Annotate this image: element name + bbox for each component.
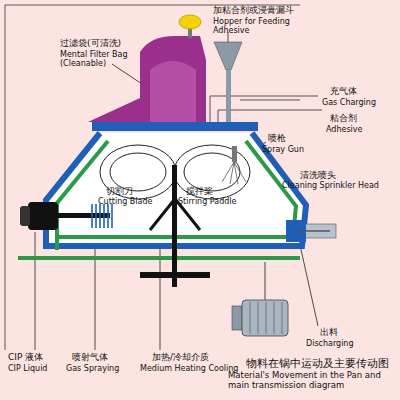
caption: 物料在锅中运动及主要传动图: [246, 357, 389, 369]
part-label-zh: CIP 液体: [8, 352, 43, 362]
cutting-blade: [20, 202, 112, 230]
part-label-zh: 喷射气体: [72, 352, 108, 362]
jacket-pipe: [18, 237, 300, 258]
part-label-en: Discharging: [306, 339, 354, 348]
part-label-en: Medium Heating Cooling: [140, 364, 238, 373]
stirring-paddle: [140, 165, 210, 287]
part-label-en: Cutting Blade: [98, 197, 152, 206]
part-label-zh: 粘合剂: [330, 113, 357, 123]
part-label-zh: 加热/冷却介质: [152, 352, 209, 362]
part-label-en: Spray Gun: [262, 145, 304, 154]
part-label-en: Gas Charging: [322, 98, 376, 107]
spray-gun: [222, 146, 246, 184]
leader-lines: [35, 32, 318, 350]
part-label-en: Mental Filter Bag (Cleanable): [60, 50, 148, 68]
part-label-zh: 搅拌桨: [186, 186, 213, 196]
part-label-zh: 清洗喷头: [300, 170, 336, 180]
filter-plate: [88, 98, 140, 122]
part-label-en: Adhesive: [326, 125, 362, 134]
lid: [92, 122, 258, 131]
part-label-en: Gas Spraying: [66, 364, 119, 373]
part-label-zh: 喷枪: [268, 133, 286, 143]
part-label-zh: 充气体: [330, 86, 357, 96]
part-label-zh: 过滤袋(可清洗): [60, 38, 121, 48]
discharge-valve: [286, 220, 336, 242]
part-label-en: Hopper for Feeding Adhesive: [213, 17, 318, 35]
drive-motor: [232, 262, 288, 336]
part-label-en: Stirring Paddle: [178, 197, 236, 206]
filter-housing: [140, 36, 206, 122]
dome-cap: [179, 15, 201, 29]
part-label-zh: 切割刀: [106, 186, 133, 196]
part-label-en: Cleaning Sprinkler Head: [282, 181, 379, 190]
filter-bag: [150, 61, 196, 122]
part-label-zh: 加粘合剂或浸膏漏斗: [213, 5, 294, 15]
hopper-tube: [226, 70, 231, 122]
part-label-zh: 出料: [320, 327, 338, 337]
part-label-en: CIP Liquid: [8, 364, 47, 373]
hopper: [214, 42, 242, 70]
caption-english: Material's Movement in the Pan and main …: [228, 371, 396, 391]
